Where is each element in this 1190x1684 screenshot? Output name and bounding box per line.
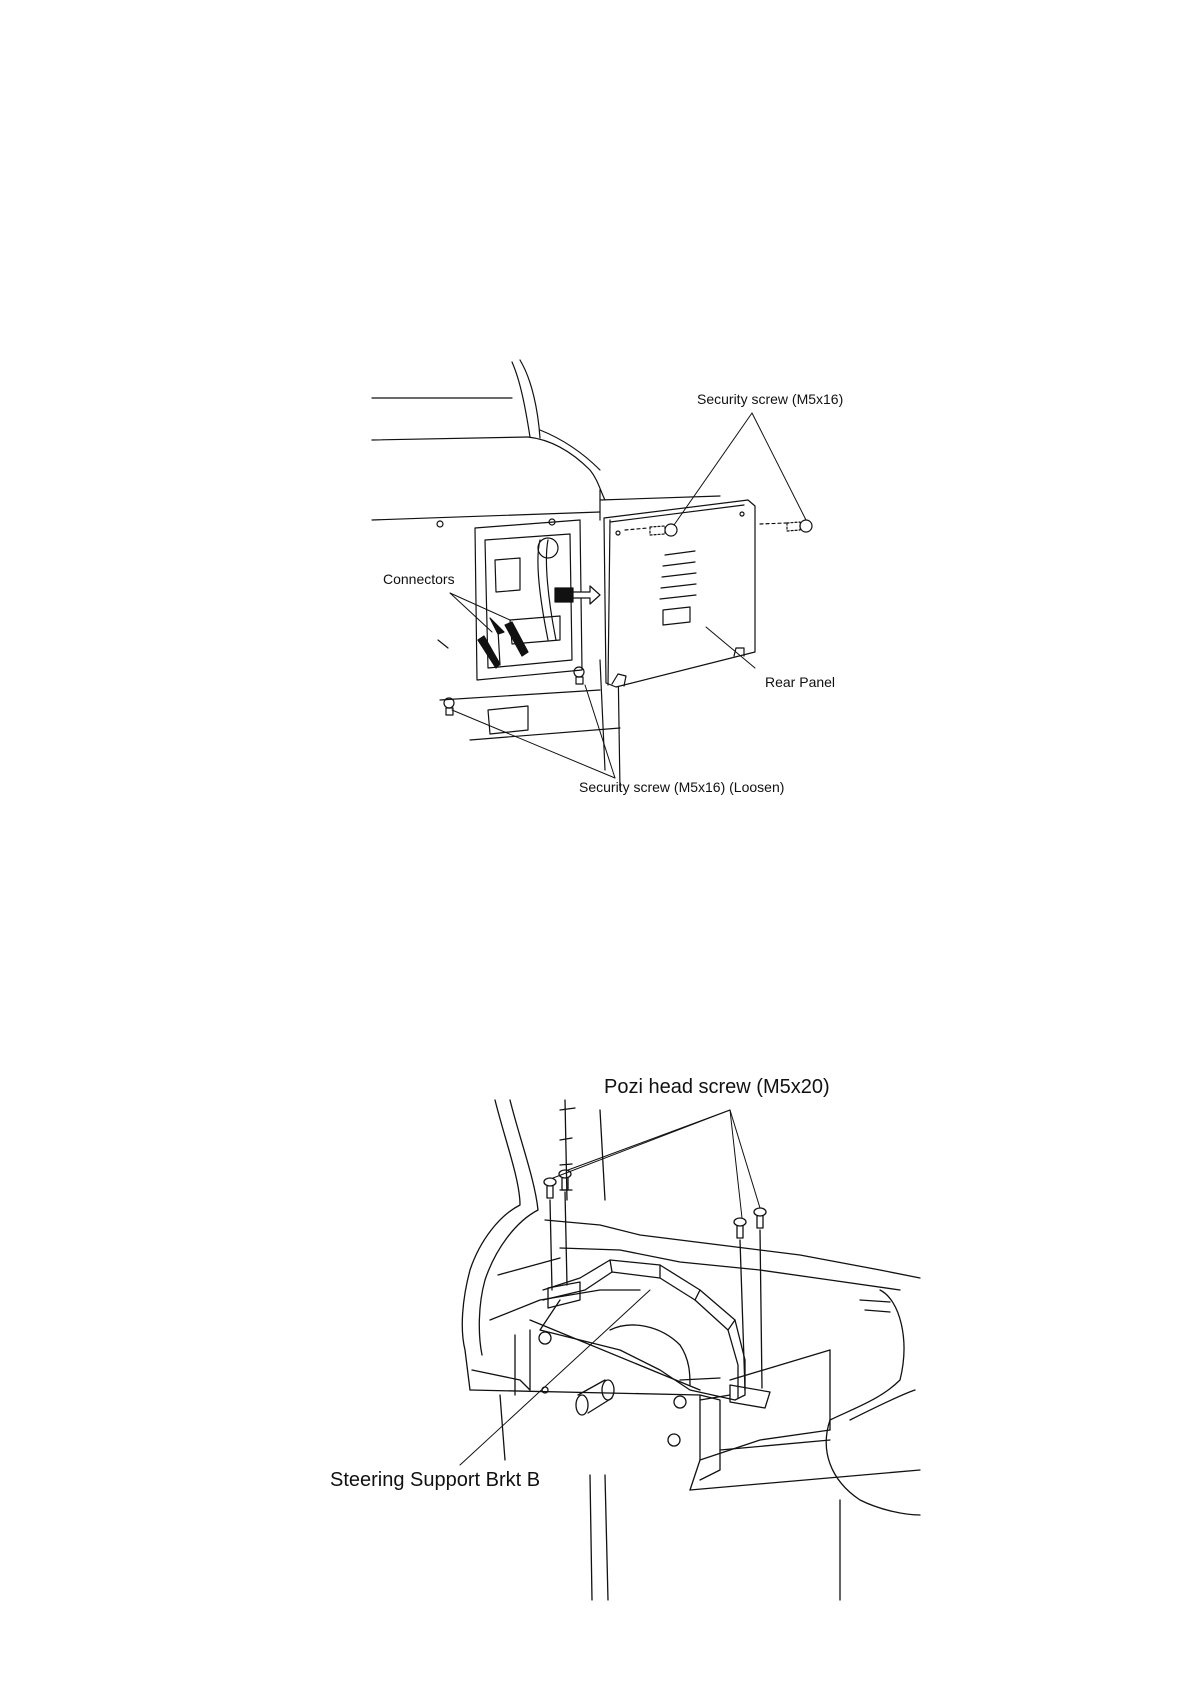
steering-shaft (576, 1380, 614, 1415)
pozi-head-screw-label: Pozi head screw (M5x20) (604, 1076, 830, 1099)
cabinet-side-panel (462, 1100, 605, 1390)
steering-frame (470, 1320, 920, 1600)
steering-support-bracket-label: Steering Support Brkt B (330, 1469, 540, 1492)
steering-support-bracket (540, 1260, 770, 1408)
cabinet-top-surface (490, 1220, 920, 1515)
figure2-leader-lines (460, 1110, 760, 1465)
